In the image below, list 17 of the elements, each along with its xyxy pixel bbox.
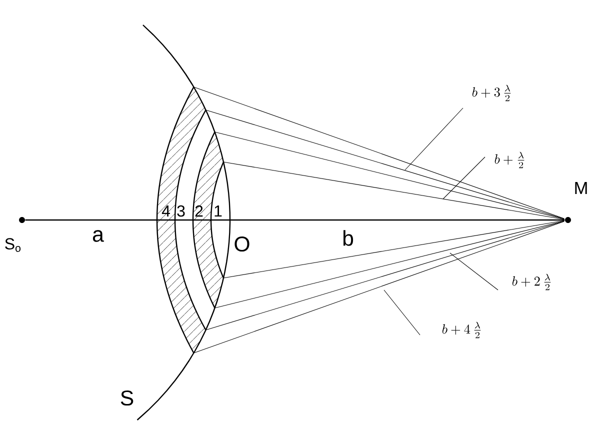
- leader-line: [450, 252, 498, 290]
- axis-line: [25, 219, 565, 221]
- path-length-label: $b + \frac{\lambda}{2}$: [494, 152, 524, 168]
- point-label: S$_{o}$: [5, 238, 21, 252]
- zone-number: 3: [177, 205, 185, 217]
- leader-line: [442, 156, 486, 200]
- zone-number: 1: [214, 206, 222, 216]
- distance-label: a: [92, 230, 104, 242]
- point-label: O: [234, 236, 250, 252]
- distance-label: b: [343, 230, 354, 246]
- leader-line: [384, 290, 420, 336]
- path-length-label: $b + 2\,\frac{\lambda}{2}$: [512, 274, 551, 290]
- leader-line: [404, 108, 464, 170]
- wavefront-label: S: [120, 390, 134, 406]
- point-label: M: [575, 182, 587, 194]
- path-length-label: $b + 3\,\frac{\lambda}{2}$: [472, 84, 511, 102]
- path-length-label: $b + 4\,\frac{\lambda}{2}$: [442, 322, 481, 338]
